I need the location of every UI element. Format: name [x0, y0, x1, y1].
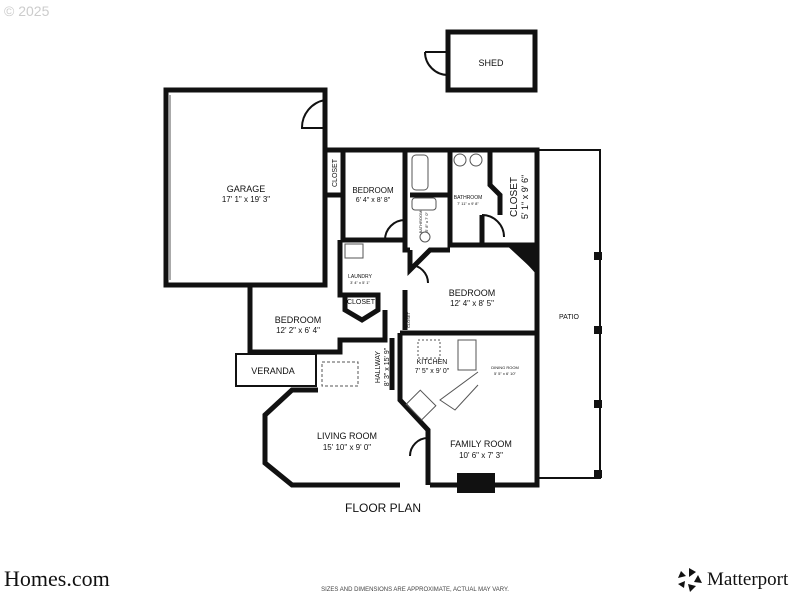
veranda-outline — [235, 353, 317, 387]
room-label-closet-4: CLOSET — [406, 311, 411, 328]
room-dims-bedroom-2: 12' 2" x 6' 4" — [276, 326, 320, 335]
matterport-icon — [678, 568, 702, 592]
bathtub — [411, 154, 429, 191]
room-dims-closet-2: 5' 1" x 9' 6" — [520, 175, 530, 219]
room-label-bedroom: BEDROOM — [352, 186, 394, 195]
chimney-corner — [510, 245, 537, 275]
door — [481, 214, 505, 238]
door — [409, 264, 429, 284]
room-dims-living: 15' 10" x 9' 0" — [323, 443, 371, 452]
room-label-closet-3: CLOSET — [347, 299, 376, 306]
bathtub-2 — [411, 197, 437, 211]
room-label-bedroom-2: BEDROOM — [275, 315, 322, 325]
garage-door — [300, 99, 326, 129]
room-label-living: LIVING ROOM — [317, 431, 377, 441]
plan-title: FLOOR PLAN — [345, 501, 421, 515]
homes-logo: Homes.com — [4, 566, 110, 591]
room-dims-laundry: 3' 4" x 5' 1" — [350, 280, 370, 285]
matterport-logo: Matterport — [676, 568, 788, 592]
kitchen-sink — [457, 339, 477, 371]
room-dims-family: 10' 6" x 7' 3" — [459, 451, 503, 460]
room-dims-bedroom-3: 12' 4" x 8' 5" — [450, 299, 494, 308]
kitchen-island — [417, 339, 441, 359]
room-label-shed: SHED — [478, 58, 504, 68]
room-label-dining: DINING ROOM — [491, 365, 519, 370]
room-label-closet-2: CLOSET — [509, 177, 520, 217]
kitchen-counter — [439, 371, 479, 411]
copyright: © 2025 — [4, 3, 50, 19]
room-label-closet: CLOSET — [332, 158, 339, 187]
room-dims-garage: 17' 1" x 19' 3" — [222, 195, 270, 204]
disclaimer: SIZES AND DIMENSIONS ARE APPROXIMATE, AC… — [321, 587, 509, 593]
room-label-family: FAMILY ROOM — [450, 439, 512, 449]
matterport-text: Matterport — [707, 569, 789, 590]
interior-walls — [247, 150, 539, 485]
stove — [405, 389, 437, 421]
room-dims-kitchen: 7' 5" x 9' 0" — [415, 368, 450, 375]
room-label-kitchen: KITCHEN — [417, 359, 448, 366]
room-dims-hallway: 8' 3" x 15' 9" — [384, 347, 391, 386]
fireplace — [457, 473, 495, 493]
room-label-garage: GARAGE — [227, 184, 266, 194]
room-label-hallway: HALLWAY — [375, 351, 382, 383]
room-label-laundry: LAUNDRY — [348, 274, 372, 280]
room-label-bathroom-2: BATHROOM — [418, 211, 423, 234]
patio-outline — [537, 149, 601, 479]
room-label-veranda: VERANDA — [251, 366, 295, 376]
room-dims-bathroom: 7' 11" x 9' 8" — [457, 201, 479, 206]
room-label-bathroom: BATHROOM — [454, 195, 483, 201]
house-outer-walls — [247, 130, 540, 488]
veranda-rug — [321, 361, 359, 387]
room-dims-dining: 5' 5" x 6' 10" — [494, 371, 517, 376]
shed-walls — [445, 29, 538, 93]
room-dims-bathroom-2: 5' 8" x 7' 0" — [424, 212, 429, 232]
room-label-patio: PATIO — [559, 314, 580, 321]
room-label-bedroom-3: BEDROOM — [449, 288, 496, 298]
door — [384, 219, 406, 241]
shed-door — [424, 51, 449, 76]
washer — [344, 243, 364, 259]
room-dims-bedroom: 6' 4" x 8' 8" — [356, 197, 391, 204]
door — [409, 437, 429, 457]
